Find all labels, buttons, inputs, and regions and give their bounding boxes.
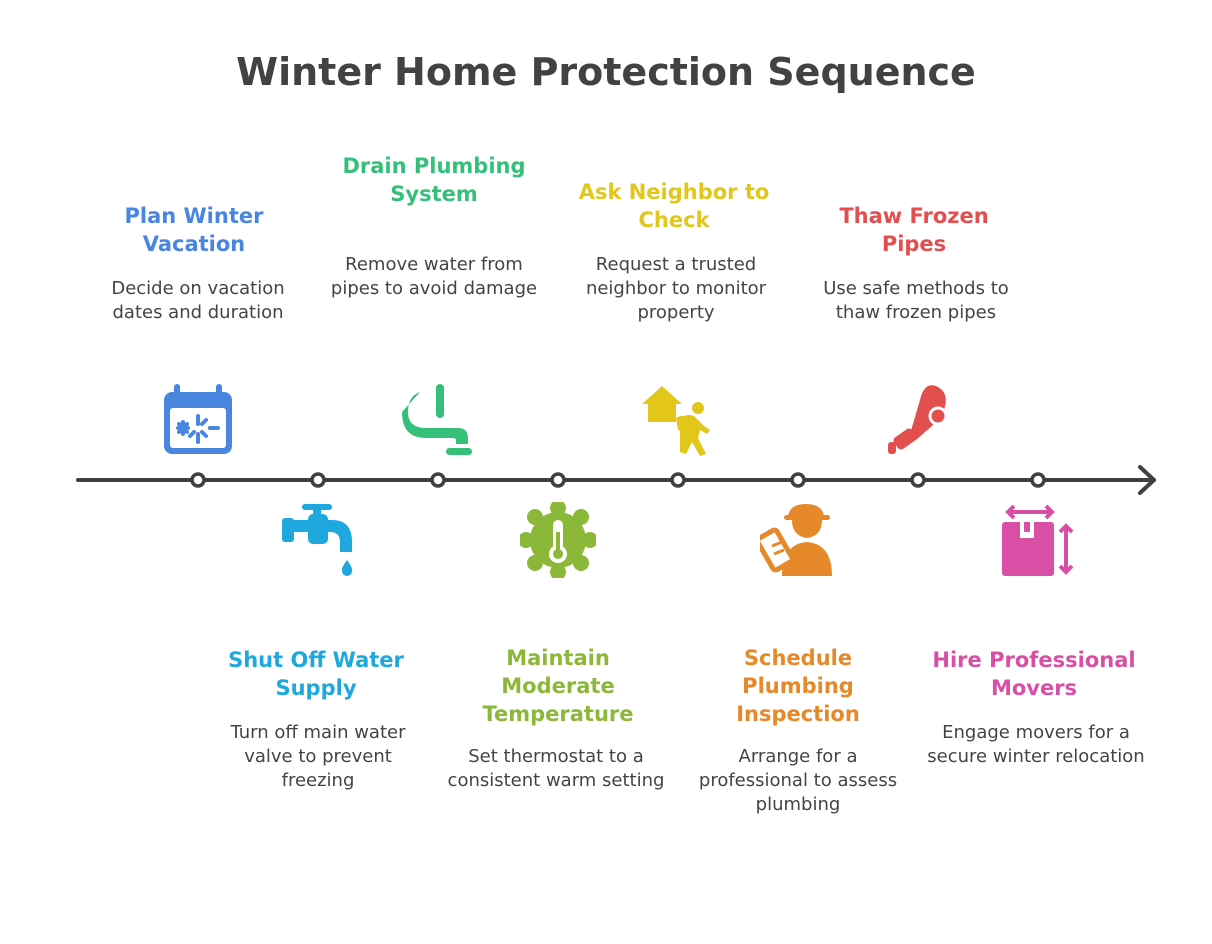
diagram-title: Winter Home Protection Sequence: [236, 50, 976, 94]
timeline-arrowhead: [1138, 465, 1156, 495]
step-title-hire-professional-movers: Hire Professional Movers: [932, 648, 1136, 700]
step-title-shut-off-water-supply: Shut Off Water Supply: [228, 648, 404, 700]
plumber-inspection-icon: [760, 504, 832, 576]
step-desc-thaw-frozen-pipes: Use safe methods to thaw frozen pipes: [823, 278, 1009, 323]
timeline-marker: [430, 472, 446, 488]
step-desc-schedule-plumbing-inspection: Arrange for a professional to assess plu…: [698, 746, 898, 815]
calendar-snowflake-icon: [164, 384, 232, 454]
step-title-ask-neighbor-to-check: Ask Neighbor to Check: [578, 180, 770, 232]
step-title-schedule-plumbing-inspection: Schedule Plumbing Inspection: [736, 646, 860, 726]
timeline-marker: [1030, 472, 1046, 488]
step-title-drain-plumbing-system: Drain Plumbing System: [342, 154, 526, 206]
timeline-marker: [790, 472, 806, 488]
water-faucet-icon: [282, 504, 353, 576]
timeline-marker: [550, 472, 566, 488]
timeline-marker: [670, 472, 686, 488]
step-title-maintain-moderate-temperature: Maintain Moderate Temperature: [482, 646, 634, 726]
timeline-marker: [310, 472, 326, 488]
timeline-marker: [910, 472, 926, 488]
neighbor-house-icon: [642, 386, 710, 456]
moving-box-icon: [1002, 504, 1074, 576]
step-desc-drain-plumbing-system: Remove water from pipes to avoid damage: [330, 254, 538, 299]
step-desc-ask-neighbor-to-check: Request a trusted neighbor to monitor pr…: [585, 254, 767, 323]
step-title-thaw-frozen-pipes: Thaw Frozen Pipes: [839, 204, 989, 256]
step-desc-shut-off-water-supply: Turn off main water valve to prevent fre…: [230, 722, 406, 791]
timeline-marker: [190, 472, 206, 488]
drain-pipe-icon: [402, 384, 472, 455]
step-desc-hire-professional-movers: Engage movers for a secure winter reloca…: [927, 722, 1145, 767]
hair-dryer-icon: [888, 385, 948, 454]
thermometer-gear-icon: [520, 502, 596, 578]
step-desc-maintain-moderate-temperature: Set thermostat to a consistent warm sett…: [447, 746, 665, 791]
step-title-plan-winter-vacation: Plan Winter Vacation: [124, 204, 264, 256]
step-desc-plan-winter-vacation: Decide on vacation dates and duration: [111, 278, 285, 323]
